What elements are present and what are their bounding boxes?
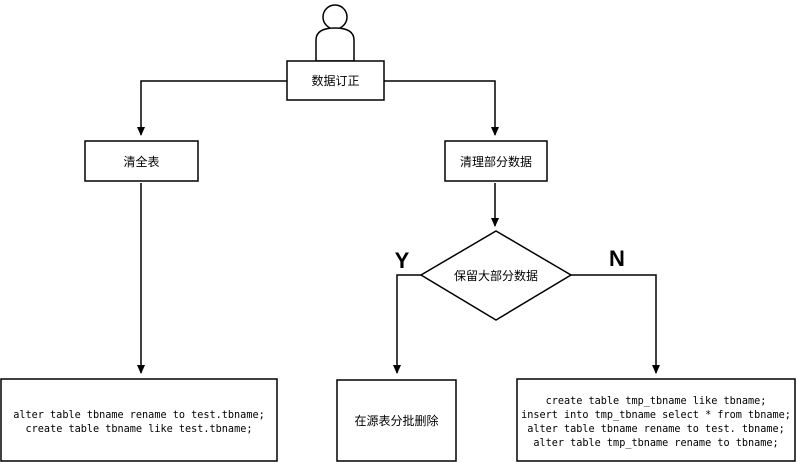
node-batch-delete-label: 在源表分批删除 xyxy=(354,413,438,428)
node-decision: 保留大部分数据 xyxy=(419,230,573,321)
right-code-line-3: alter table tbname rename to test. tbnam… xyxy=(527,424,785,435)
right-code-line-2: insert into tmp_tbname select * from tbn… xyxy=(521,410,791,421)
node-start: 数据订正 xyxy=(286,60,385,101)
edge-decision-yes xyxy=(393,274,421,374)
node-clear-all: 清全表 xyxy=(84,140,199,182)
node-batch-delete: 在源表分批删除 xyxy=(336,379,457,462)
right-code-line-4: alter table tmp_tbname rename to tbname; xyxy=(533,438,778,449)
connectors xyxy=(137,80,660,374)
node-clear-all-label: 清全表 xyxy=(123,154,159,169)
person-icon xyxy=(315,4,355,62)
label-no: N xyxy=(609,246,625,271)
label-yes: Y xyxy=(395,248,410,273)
left-code-line-1: alter table tbname rename to test.tbname… xyxy=(13,410,264,421)
node-clear-part: 清理部分数据 xyxy=(444,140,548,182)
node-decision-label: 保留大部分数据 xyxy=(454,268,538,283)
node-right-code: create table tmp_tbname like tbname; ins… xyxy=(516,378,796,462)
edge-start-to-clear-all xyxy=(137,80,287,136)
edge-decision-no xyxy=(571,274,660,374)
node-clear-part-label: 清理部分数据 xyxy=(460,154,532,169)
right-code-line-1: create table tmp_tbname like tbname; xyxy=(546,396,767,407)
left-code-line-2: create table tbname like test.tbname; xyxy=(26,424,253,435)
node-start-label: 数据订正 xyxy=(311,73,359,88)
node-left-code: alter table tbname rename to test.tbname… xyxy=(0,378,278,462)
edge-start-to-clear-part xyxy=(384,80,499,136)
